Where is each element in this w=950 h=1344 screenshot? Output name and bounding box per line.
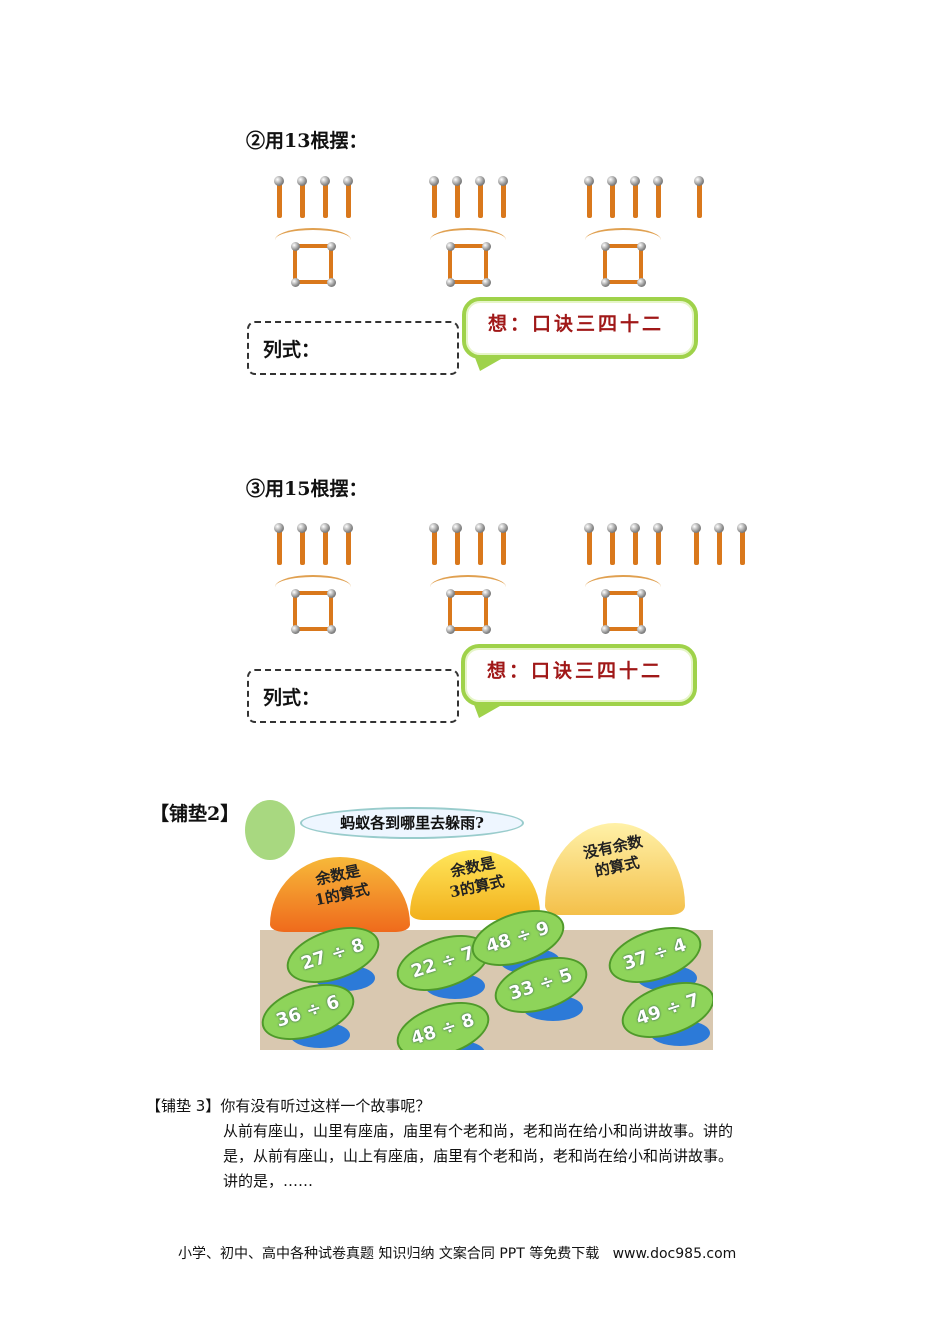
cabbage-character [245,800,295,860]
formula-label: 列式： [263,339,321,361]
story-line: 从前有座山，山里有座庙，庙里有个老和尚，老和尚在给小和尚讲故事。讲的 [223,1122,734,1140]
pudian3-heading: 【铺垫 3】你有没有听过这样一个故事呢？ [146,1094,430,1119]
matchstick [320,176,330,218]
section-title: ②用13根摆： [246,130,368,152]
brace [275,575,351,587]
hint-bubble: 想：口诀三四十二 [462,297,698,371]
section-15: ③用15根摆： 列式： 想：口诀三四十二 [0,347,950,747]
pudian3-question: 你有没有听过这样一个故事呢？ [220,1097,431,1115]
section-title: ③用15根摆： [246,478,368,500]
formula-box[interactable]: 列式： [247,669,459,723]
extra-matchstick [714,523,724,565]
hint-text: 想：口诀三四十二 [487,660,664,682]
matchstick-square [291,242,336,287]
bubble-tail [474,355,508,371]
matchstick-square [446,242,491,287]
hint-text: 想：口诀三四十二 [488,313,665,335]
matchstick [343,523,353,565]
matchstick [429,523,439,565]
hint-bubble: 想：口诀三四十二 [461,644,697,718]
story-text: 从前有座山，山里有座庙，庙里有个老和尚，老和尚在给小和尚讲故事。讲的 是，从前有… [223,1119,733,1194]
matchstick [498,523,508,565]
story-line: 是，从前有座山，山上有座庙，庙里有个老和尚，老和尚在给小和尚讲故事。 [223,1147,734,1165]
section-13: ②用13根摆： 列式： 想：口诀三四十二 [0,0,950,400]
story-line: 讲的是，…… [223,1172,314,1190]
matchstick [320,523,330,565]
extra-matchstick [691,523,701,565]
pudian3-label: 【铺垫 3】 [146,1097,221,1115]
matchstick [475,176,485,218]
matchstick [274,523,284,565]
question-bubble: 蚂蚁各到哪里去躲雨? [300,807,524,839]
brace [275,228,351,240]
extra-matchstick [694,176,704,218]
matchstick [653,176,663,218]
matchstick [607,176,617,218]
matchstick [297,176,307,218]
matchstick [498,176,508,218]
pudian2-label: 【铺垫2】 [150,803,240,825]
extra-matchstick [737,523,747,565]
matchstick [452,523,462,565]
matchstick [452,176,462,218]
matchstick [297,523,307,565]
matchstick [653,523,663,565]
matchstick [584,523,594,565]
matchstick [630,523,640,565]
ant-illustration: 蚂蚁各到哪里去躲雨? 余数是 1的算式 余数是 3的算式 没有余数 的算式 27… [245,795,713,1050]
matchstick-square [446,589,491,634]
brace [585,228,661,240]
brace [430,228,506,240]
brace [585,575,661,587]
matchstick [475,523,485,565]
matchstick-square [601,242,646,287]
matchstick [429,176,439,218]
matchstick [630,176,640,218]
matchstick [584,176,594,218]
matchstick [607,523,617,565]
matchstick [274,176,284,218]
formula-label: 列式： [263,687,321,709]
formula-box[interactable]: 列式： [247,321,459,375]
footer: 小学、初中、高中各种试卷真题 知识归纳 文案合同 PPT 等免费下载 www.d… [178,1246,737,1262]
matchstick-square [291,589,336,634]
matchstick [343,176,353,218]
matchstick-square [601,589,646,634]
bubble-tail [473,702,507,718]
brace [430,575,506,587]
